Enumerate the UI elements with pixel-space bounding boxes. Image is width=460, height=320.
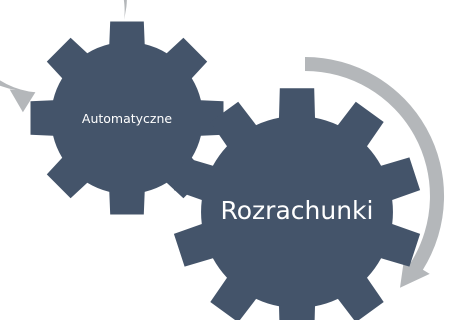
clockwise-arrow-icon — [305, 56, 445, 288]
large-gear: Rozrachunki — [173, 88, 421, 320]
gear-shape-icon — [173, 88, 421, 320]
small-gear: Automatyczne — [30, 21, 224, 215]
gear-shape-icon — [30, 21, 224, 215]
gear-label-automatyczne: Automatyczne — [82, 111, 173, 126]
gear-label-rozrachunki: Rozrachunki — [221, 196, 374, 225]
